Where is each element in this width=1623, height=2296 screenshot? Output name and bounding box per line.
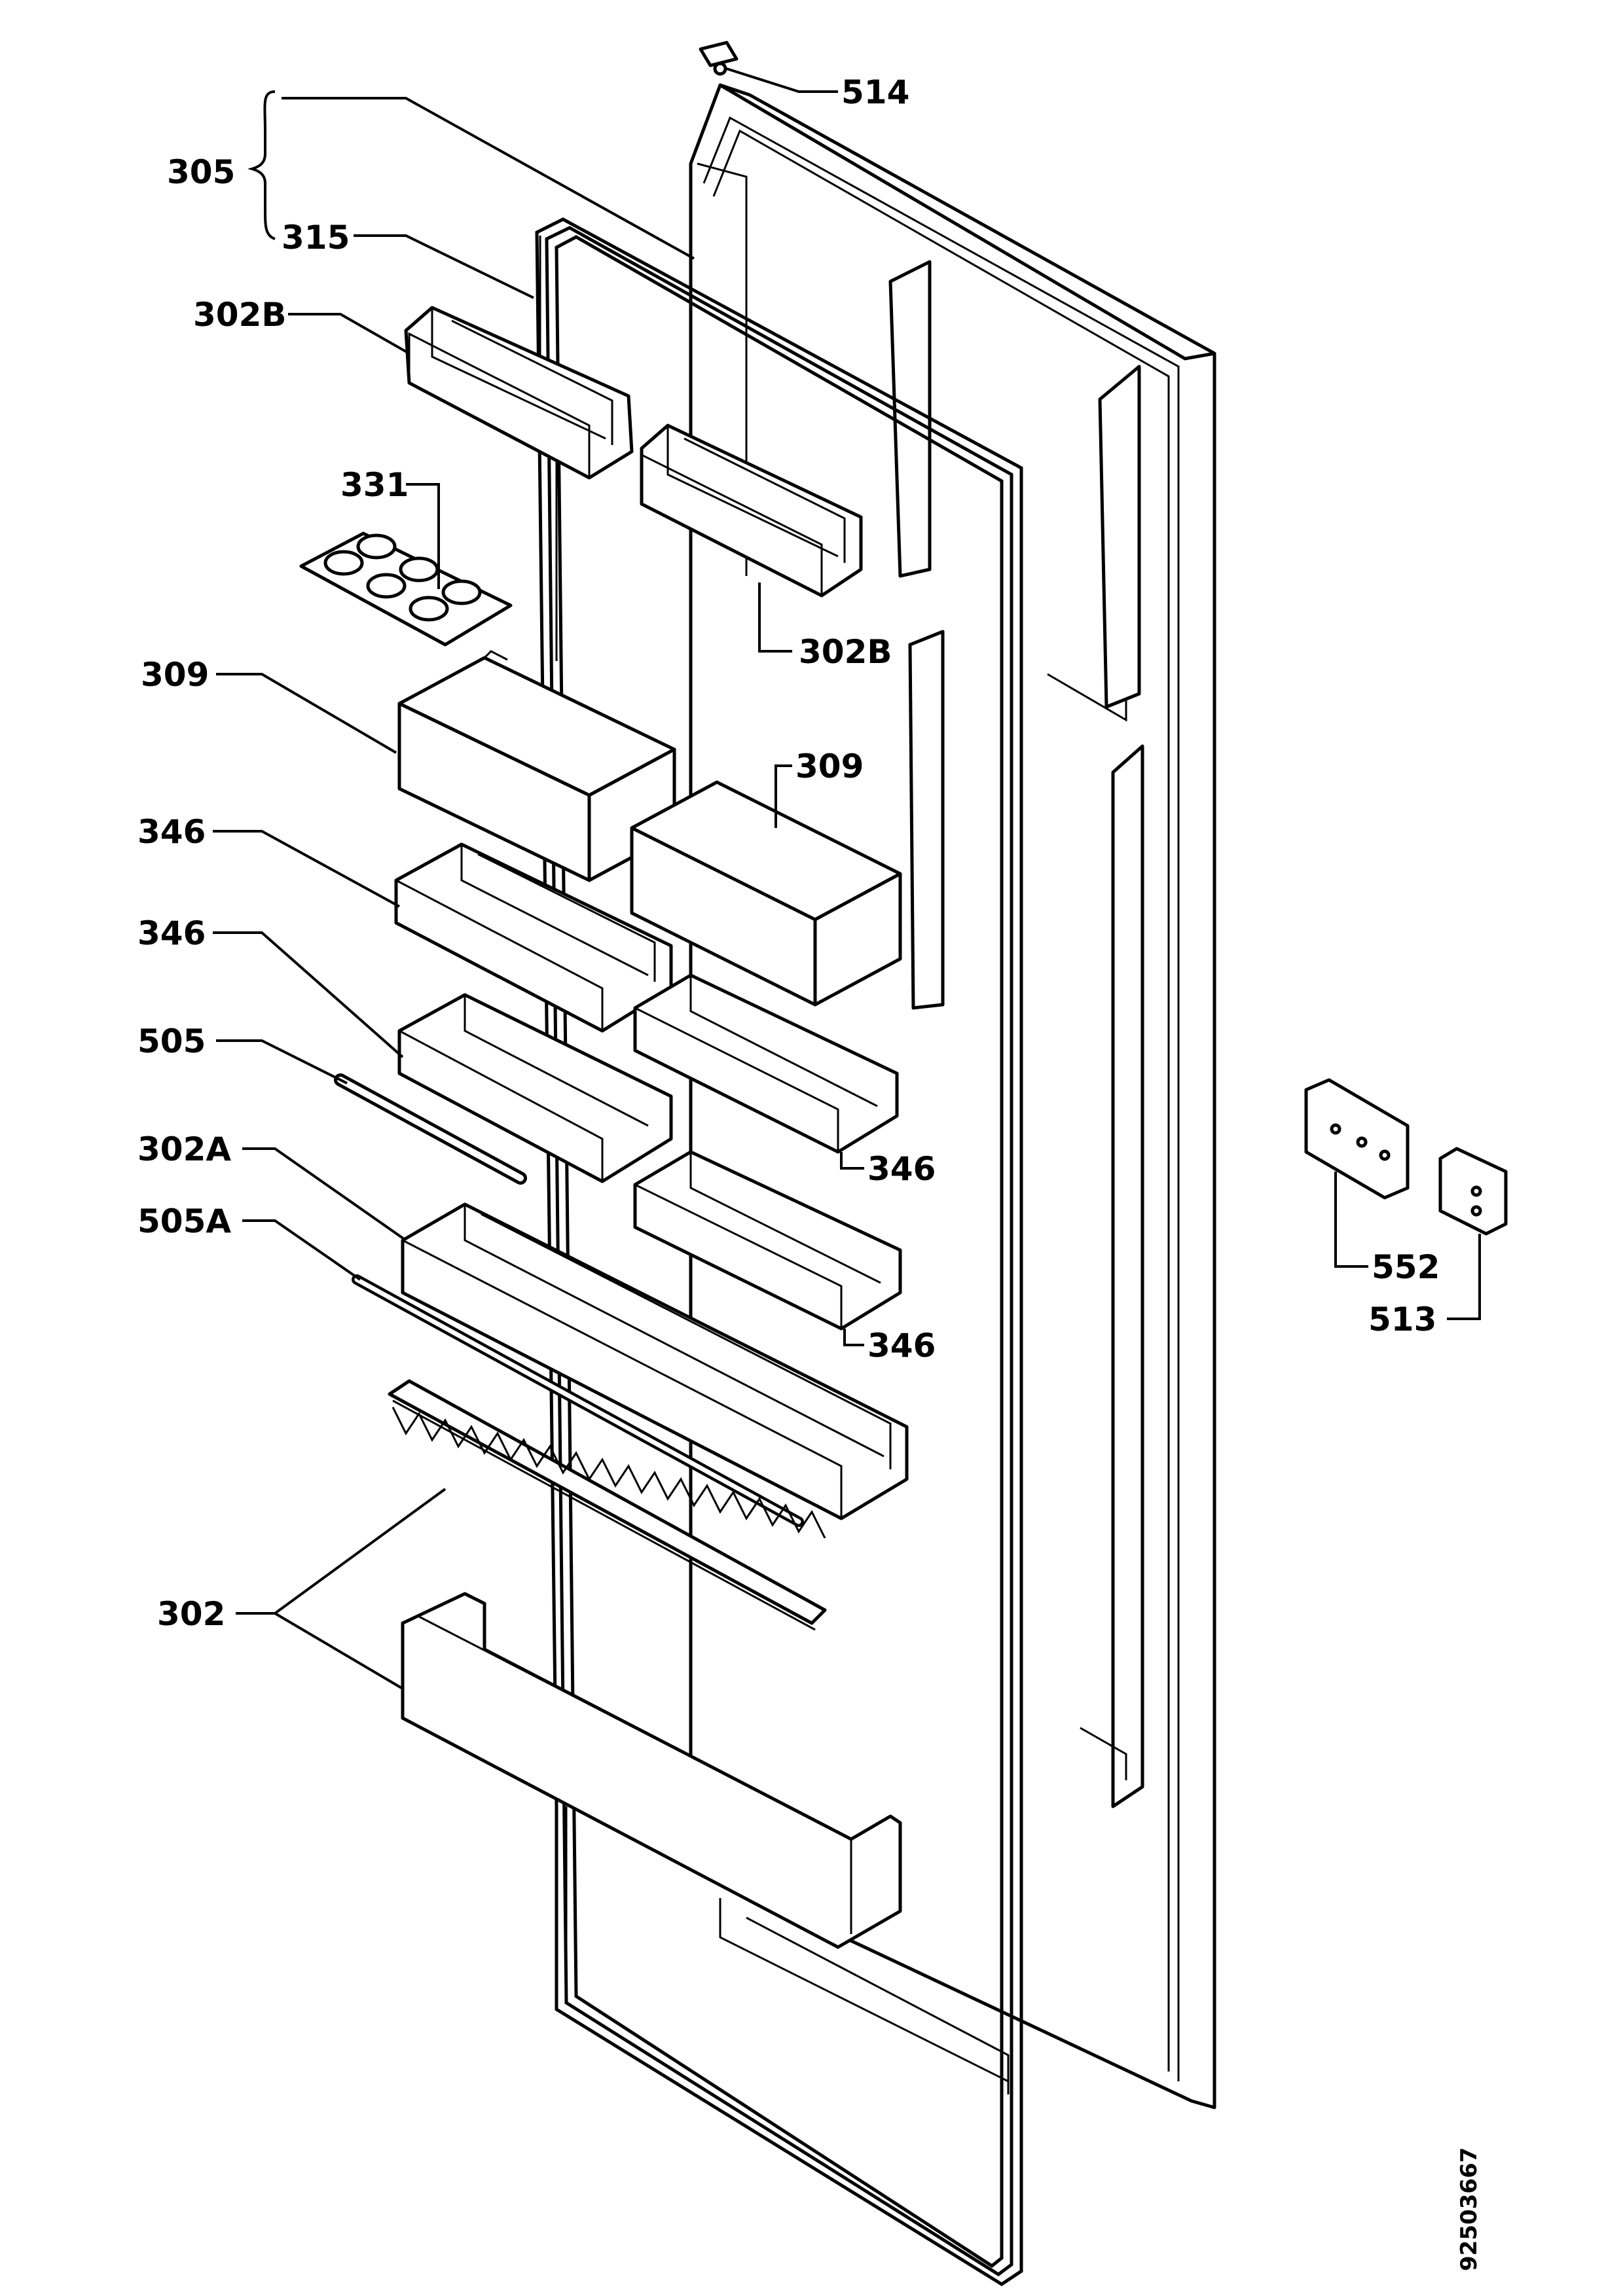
part-302B-balcony-right [640, 423, 863, 598]
document-number: 92503667 [1456, 2147, 1482, 2271]
label-305: 305 [167, 153, 235, 191]
part-labels: 305 315 514 302B 302B 331 309 309 346 34… [137, 73, 1482, 2271]
label-309-right: 309 [795, 747, 864, 785]
label-302A: 302A [137, 1130, 231, 1168]
part-346-bin-2 [397, 993, 673, 1183]
label-331: 331 [340, 466, 409, 504]
label-552: 552 [1372, 1248, 1440, 1286]
part-346-bin-4 [633, 1150, 902, 1331]
part-514-top-clip [699, 41, 739, 76]
part-505-rod [334, 1073, 527, 1185]
part-346-bin-3 [633, 973, 899, 1154]
label-514: 514 [841, 73, 909, 111]
label-505: 505 [137, 1022, 206, 1060]
leader-lines [213, 67, 1481, 1690]
part-505A-rod [352, 1274, 804, 1527]
part-309-dairy-right [630, 780, 902, 1007]
label-309-left: 309 [141, 656, 209, 694]
label-505A: 505A [137, 1202, 231, 1240]
part-302-bottom-balcony [401, 1592, 902, 1949]
label-302B-right: 302B [799, 633, 892, 671]
part-552-hinge-plate [1304, 1078, 1410, 1200]
label-513: 513 [1368, 1300, 1436, 1338]
part-331-egg-tray [299, 531, 513, 647]
part-302-bottle-guard-comb [388, 1379, 827, 1631]
part-309-dairy-left [397, 650, 676, 882]
label-302B-left: 302B [193, 296, 286, 334]
label-346-b: 346 [137, 914, 206, 952]
part-513-bracket [1438, 1147, 1508, 1236]
part-302A-long-balcony [401, 1202, 909, 1520]
label-302: 302 [157, 1595, 225, 1633]
label-346-c: 346 [867, 1150, 936, 1188]
label-346-d: 346 [867, 1327, 936, 1365]
part-346-bin-1 [394, 842, 673, 1033]
label-315: 315 [282, 219, 350, 257]
label-346-a: 346 [137, 813, 206, 851]
part-302B-balcony-left [404, 306, 634, 480]
